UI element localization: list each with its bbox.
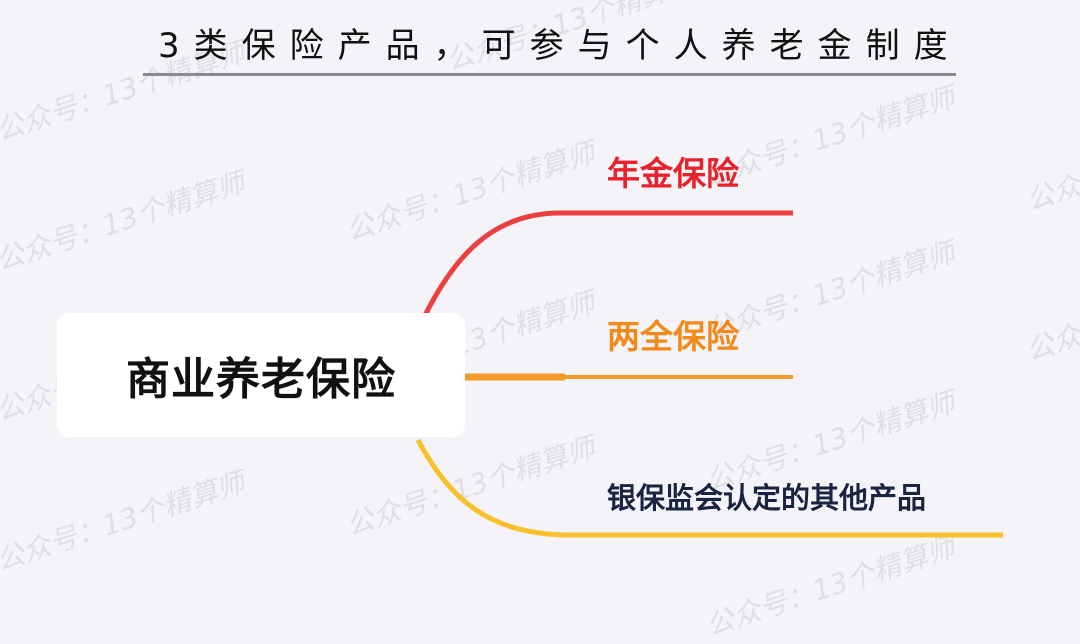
branch-endowment-insurance: 两全保险 [607,317,739,356]
connector-other [415,438,1003,538]
branch-annuity-insurance: 年金保险 [607,154,739,193]
connector-annuity [415,210,793,332]
central-node-label: 商业养老保险 [126,354,396,405]
branch-other-products: 银保监会认定的其他产品 [607,481,927,515]
mindmap-connectors [415,210,1003,538]
page-title: 3类保险产品，可参与个人养老金制度 [158,26,962,66]
title-underline [143,73,956,76]
central-node: 商业养老保险 [57,313,465,437]
